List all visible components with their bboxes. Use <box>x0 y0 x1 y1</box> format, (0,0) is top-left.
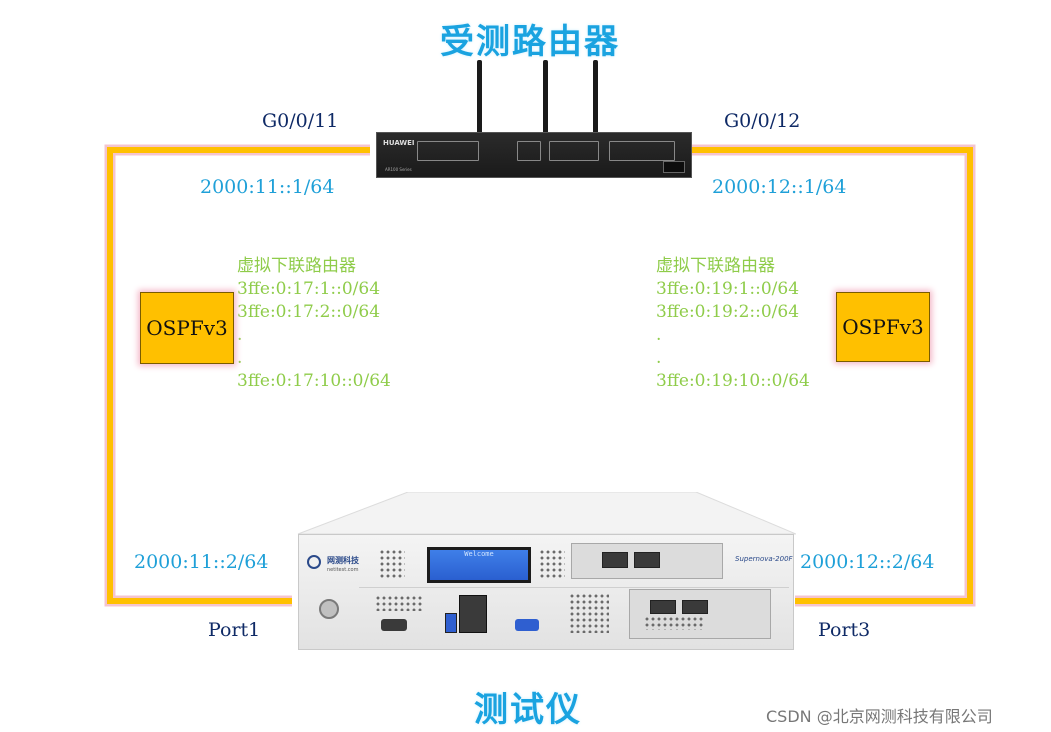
router-brand: HUAWEI <box>383 139 415 147</box>
vga-port-icon <box>515 619 539 631</box>
router-ip-left: 2000:11::1/64 <box>200 176 335 198</box>
sfp-port-icon <box>682 600 708 614</box>
tester-url: netitest.com <box>327 567 359 573</box>
route-ellipsis: . <box>237 325 243 345</box>
lcd-text: Welcome <box>464 550 494 558</box>
sfp-port-icon <box>602 552 628 568</box>
tester-lcd: Welcome <box>427 547 531 583</box>
route-ellipsis: . <box>656 325 662 345</box>
router-series: AR100 Series <box>385 167 412 172</box>
route-item: 3ffe:0:19:2::0/64 <box>656 302 800 322</box>
route-ellipsis: . <box>237 348 243 368</box>
serial-port-icon <box>381 619 407 631</box>
route-item: 3ffe:0:19:1::0/64 <box>656 279 800 299</box>
router-port-right: G0/0/12 <box>724 110 801 132</box>
sfp-port-icon <box>634 552 660 568</box>
cable-line <box>107 147 973 604</box>
router-chassis: HUAWEI AR100 Series <box>376 132 692 178</box>
router-device: HUAWEI AR100 Series <box>376 60 692 178</box>
panel-divider <box>359 587 789 588</box>
led-panel-icon <box>417 141 479 161</box>
power-port-icon <box>663 161 685 173</box>
tester-ip-right: 2000:12::2/64 <box>800 551 935 573</box>
right-route-heading: 虚拟下联路由器 <box>656 256 775 276</box>
led-panel-icon <box>609 141 675 161</box>
vent-grille <box>379 549 405 579</box>
route-item: 3ffe:0:17:10::0/64 <box>237 371 391 391</box>
ospf-box-left: OSPFv3 <box>140 292 234 364</box>
left-route-block: 虚拟下联路由器 3ffe:0:17:1::0/64 3ffe:0:17:2::0… <box>237 255 391 393</box>
sfp-port-icon <box>650 600 676 614</box>
card-slot-top <box>571 543 723 579</box>
router-ip-right: 2000:12::1/64 <box>712 176 847 198</box>
vent-grille <box>644 616 704 630</box>
antenna-icon <box>593 60 598 134</box>
tester-port-right: Port3 <box>818 619 871 641</box>
led-panel-icon <box>517 141 541 161</box>
led-panel-icon <box>549 141 599 161</box>
vent-grille <box>539 549 565 579</box>
antenna-icon <box>477 60 482 134</box>
tester-ip-left: 2000:11::2/64 <box>134 551 269 573</box>
tester-logo-icon <box>307 555 321 569</box>
ospf-box-right: OSPFv3 <box>836 292 930 362</box>
route-ellipsis: . <box>656 348 662 368</box>
tester-front-panel: 网测科技 netitest.com Welcome Supernova-200F <box>298 534 794 650</box>
vent-grille <box>569 593 609 633</box>
card-slot-bottom <box>629 589 771 639</box>
watermark: CSDN @北京网测科技有限公司 <box>766 707 993 726</box>
antenna-icon <box>543 60 548 134</box>
vent-grille <box>375 595 423 611</box>
tester-port-left: Port1 <box>208 619 261 641</box>
tester-model: Supernova-200F <box>735 555 793 563</box>
power-button-icon <box>319 599 339 619</box>
left-route-heading: 虚拟下联路由器 <box>237 256 356 276</box>
router-port-left: G0/0/11 <box>262 110 339 132</box>
route-item: 3ffe:0:19:10::0/64 <box>656 371 810 391</box>
tester-lid <box>297 492 796 535</box>
tester-device: 网测科技 netitest.com Welcome Supernova-200F <box>296 492 796 652</box>
route-item: 3ffe:0:17:1::0/64 <box>237 279 381 299</box>
router-title: 受测路由器 <box>440 22 620 62</box>
rj45-port-icon <box>459 595 487 633</box>
tester-title: 测试仪 <box>474 690 582 730</box>
route-item: 3ffe:0:17:2::0/64 <box>237 302 381 322</box>
tester-brand: 网测科技 <box>327 556 359 565</box>
usb-port-icon <box>445 613 457 633</box>
right-route-block: 虚拟下联路由器 3ffe:0:19:1::0/64 3ffe:0:19:2::0… <box>656 255 810 393</box>
